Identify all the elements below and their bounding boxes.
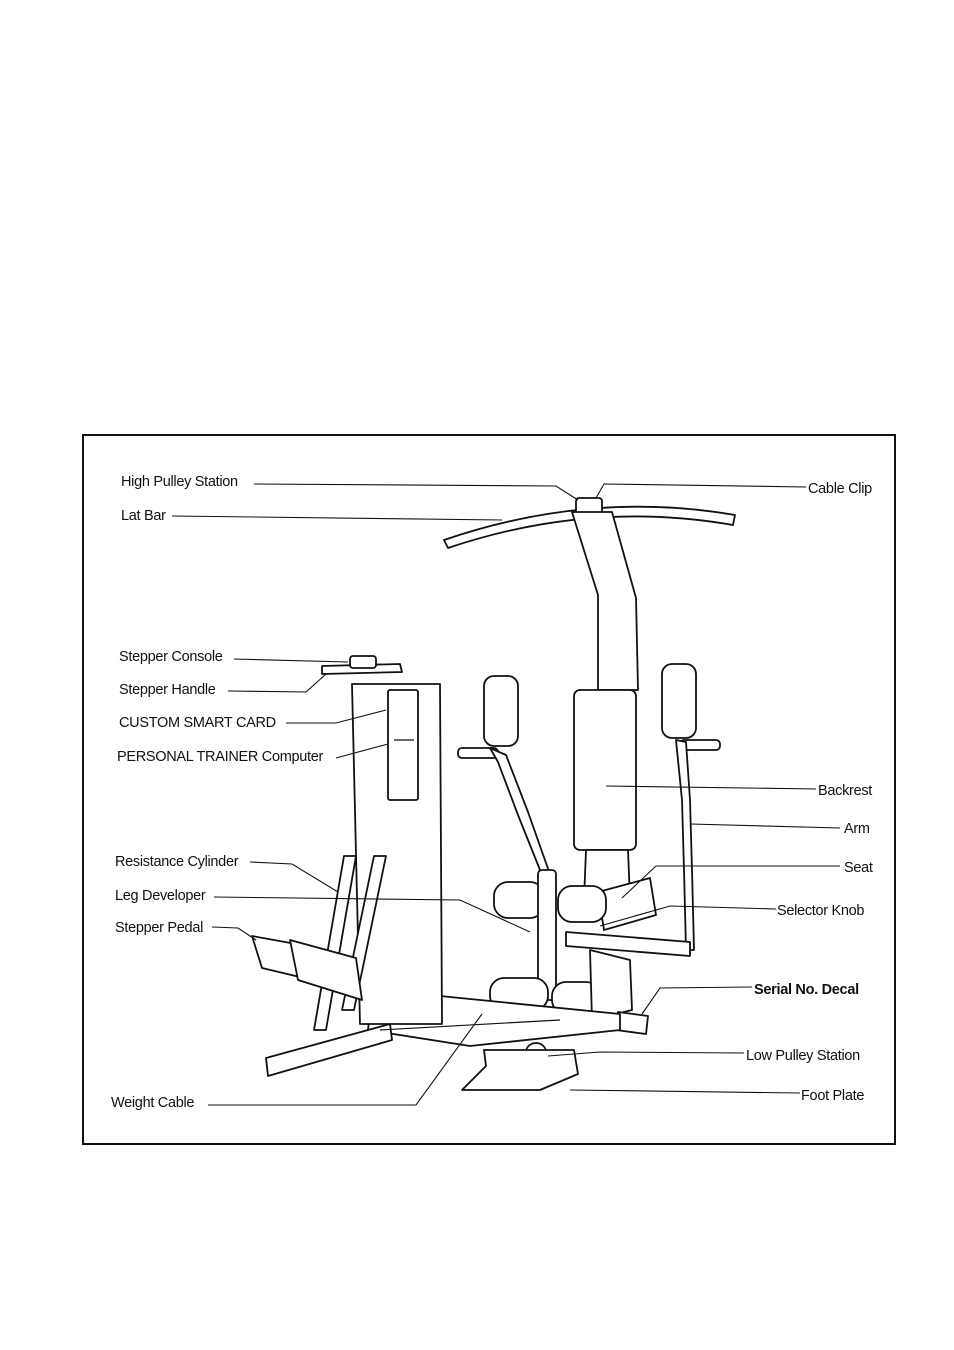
label-stepper-pedal: Stepper Pedal — [115, 919, 203, 937]
leg-roller-upper — [494, 882, 544, 918]
label-high-pulley-station: High Pulley Station — [121, 473, 238, 491]
label-selector-knob: Selector Knob — [777, 902, 864, 920]
tower-shape — [572, 512, 638, 690]
label-lat-bar: Lat Bar — [121, 507, 166, 525]
label-low-pulley-station: Low Pulley Station — [746, 1047, 860, 1065]
left-arm-pad — [484, 676, 518, 746]
label-stepper-handle: Stepper Handle — [119, 681, 216, 699]
label-arm: Arm — [844, 820, 870, 838]
backrest-shape — [574, 690, 636, 850]
computer-panel — [388, 690, 418, 800]
label-custom-smart-card: CUSTOM SMART CARD — [119, 714, 276, 732]
right-arm-pad — [662, 664, 696, 738]
label-serial-no-decal: Serial No. Decal — [754, 981, 859, 999]
label-seat: Seat — [844, 859, 873, 877]
label-stepper-console: Stepper Console — [119, 648, 223, 666]
foot-plate-shape — [462, 1050, 578, 1090]
label-backrest: Backrest — [818, 782, 872, 800]
label-foot-plate: Foot Plate — [801, 1087, 864, 1105]
label-cable-clip: Cable Clip — [808, 480, 872, 498]
label-weight-cable: Weight Cable — [111, 1094, 194, 1112]
label-leg-developer: Leg Developer — [115, 887, 205, 905]
label-resistance-cylinder: Resistance Cylinder — [115, 853, 238, 871]
label-personal-trainer-computer: PERSONAL TRAINER Computer — [117, 748, 323, 766]
